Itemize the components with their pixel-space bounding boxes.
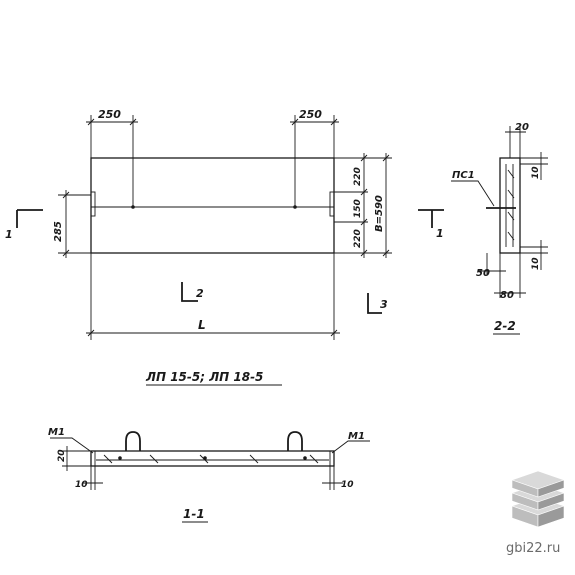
section-mark-1-left: 1 xyxy=(5,228,13,241)
dim-tick-285-a xyxy=(62,191,70,199)
dim-tick-right-b xyxy=(330,118,338,126)
plan-view: 250 250 285 220 150 220 B=590 xyxy=(5,108,444,386)
plan-caption: ЛП 15-5; ЛП 18-5 xyxy=(145,370,263,384)
dim-label-220-bottom: 220 xyxy=(353,229,363,248)
label-pc1: ПС1 xyxy=(452,170,475,181)
dim-tick-left-b xyxy=(129,118,137,126)
watermark-stack-icon xyxy=(511,470,565,528)
dim-tick-right-a xyxy=(291,118,299,126)
dim-label-220-top: 220 xyxy=(353,167,363,186)
section-2-2-hatch-4 xyxy=(507,231,515,241)
slab-outline xyxy=(90,157,335,254)
section-1-1-caption: 1-1 xyxy=(183,507,205,521)
lifting-loop-left xyxy=(125,431,141,451)
section-1-1-outline xyxy=(90,450,335,467)
section-mark-3: 3 xyxy=(380,298,388,311)
section-1-1-rebar-dot-3 xyxy=(303,456,307,460)
dim-label-1-1-10-left: 10 xyxy=(75,480,88,490)
section-mark-1-right: 1 xyxy=(436,227,444,240)
dim-label-250-left: 250 xyxy=(98,108,121,121)
label-m1-right: М1 xyxy=(348,431,365,442)
dim-tick-B-1 xyxy=(382,154,390,162)
dim-label-250-right: 250 xyxy=(299,108,322,121)
section-1-1: М1 М1 20 10 10 1-1 xyxy=(48,427,370,523)
section-arrow-3 xyxy=(367,293,382,314)
leader-m1-right xyxy=(331,440,370,454)
dim-tick-285-b xyxy=(62,249,70,257)
section-mark-2: 2 xyxy=(196,287,204,300)
section-2-2: ПС1 20 10 10 50 80 2-2 xyxy=(451,122,548,335)
dim-tick-B-2 xyxy=(382,249,390,257)
section-2-2-hatch-2 xyxy=(507,189,515,199)
dim-label-2-2-50: 50 xyxy=(476,268,490,279)
section-arrow-2 xyxy=(181,282,198,302)
leader-pc1 xyxy=(451,180,495,207)
end-plate-right xyxy=(329,450,335,467)
dim-label-285: 285 xyxy=(53,221,64,242)
dim-label-2-2-80: 80 xyxy=(500,290,514,301)
section-1-1-rebar-dot-2 xyxy=(203,456,207,460)
section-1-1-hatching xyxy=(103,454,319,464)
dim-tick-stack-4 xyxy=(360,249,368,257)
watermark-text: gbi22.ru xyxy=(506,541,560,556)
section-2-2-hatch-1 xyxy=(507,169,515,179)
dim-label-2-2-10-top: 10 xyxy=(531,166,541,179)
dim-tick-stack-3 xyxy=(360,218,368,226)
embedded-plate-left xyxy=(90,191,96,217)
dim-tick-L-a xyxy=(87,329,95,337)
watermark: gbi22.ru xyxy=(506,470,565,556)
dim-tick-stack-2 xyxy=(360,188,368,196)
dim-label-2-2-20: 20 xyxy=(515,122,529,133)
dim-tick-L-b xyxy=(330,329,338,337)
section-2-2-caption: 2-2 xyxy=(494,319,516,333)
end-plate-left xyxy=(90,450,96,467)
dim-tick-stack-1 xyxy=(360,154,368,162)
dim-tick-left-a xyxy=(87,118,95,126)
dim-label-B: B=590 xyxy=(374,195,385,232)
dim-label-1-1-10-right: 10 xyxy=(341,480,354,490)
dim-label-150: 150 xyxy=(353,199,363,218)
label-m1-left: М1 xyxy=(48,427,65,438)
lifting-loop-right xyxy=(287,431,303,451)
section-1-1-rebar-dot-1 xyxy=(118,456,122,460)
dim-label-2-2-10-bottom: 10 xyxy=(531,257,541,270)
leader-m1-left xyxy=(50,437,94,454)
section-2-2-hatch-3 xyxy=(507,211,515,221)
embedded-plate-right xyxy=(329,191,335,217)
dim-label-1-1-20: 20 xyxy=(57,449,67,462)
dim-label-L: L xyxy=(198,318,206,332)
